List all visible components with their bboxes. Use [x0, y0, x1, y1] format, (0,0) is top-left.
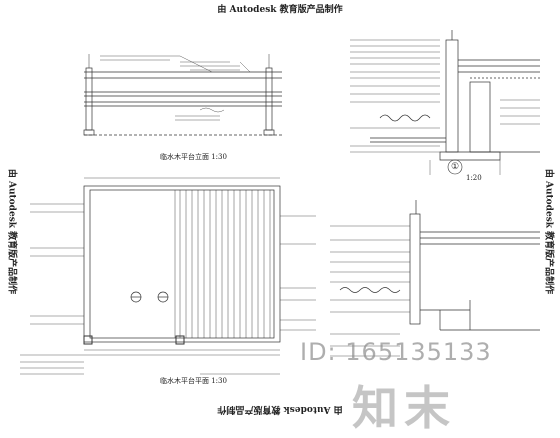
- section-caption: 1:20: [466, 174, 482, 182]
- watermark-right: 由 Autodesk 教育版产品制作: [543, 168, 554, 295]
- elevation-caption: 临水木平台立面 1:30: [160, 153, 227, 161]
- drawing-sheet: 由 Autodesk 教育版产品制作 由 Autodesk 教育版产品制作 由 …: [6, 5, 554, 435]
- plan-drawing: [20, 177, 316, 375]
- id-watermark: ID: 165135133: [300, 338, 492, 366]
- zhimo-logo-watermark: 知末: [352, 381, 456, 435]
- section-drawing-1: [350, 30, 540, 175]
- watermark-bottom: 由 Autodesk 教育版产品制作: [217, 404, 343, 414]
- elevation-drawing: [83, 54, 282, 136]
- section-drawing-2: [330, 200, 540, 357]
- section-marker: ①: [451, 162, 460, 172]
- watermark-top: 由 Autodesk 教育版产品制作: [217, 5, 343, 15]
- plan-boards: [174, 190, 271, 338]
- watermark-left: 由 Autodesk 教育版产品制作: [6, 168, 17, 295]
- plan-caption: 临水木平台平面 1:30: [160, 377, 227, 385]
- cad-drawing: [20, 30, 540, 375]
